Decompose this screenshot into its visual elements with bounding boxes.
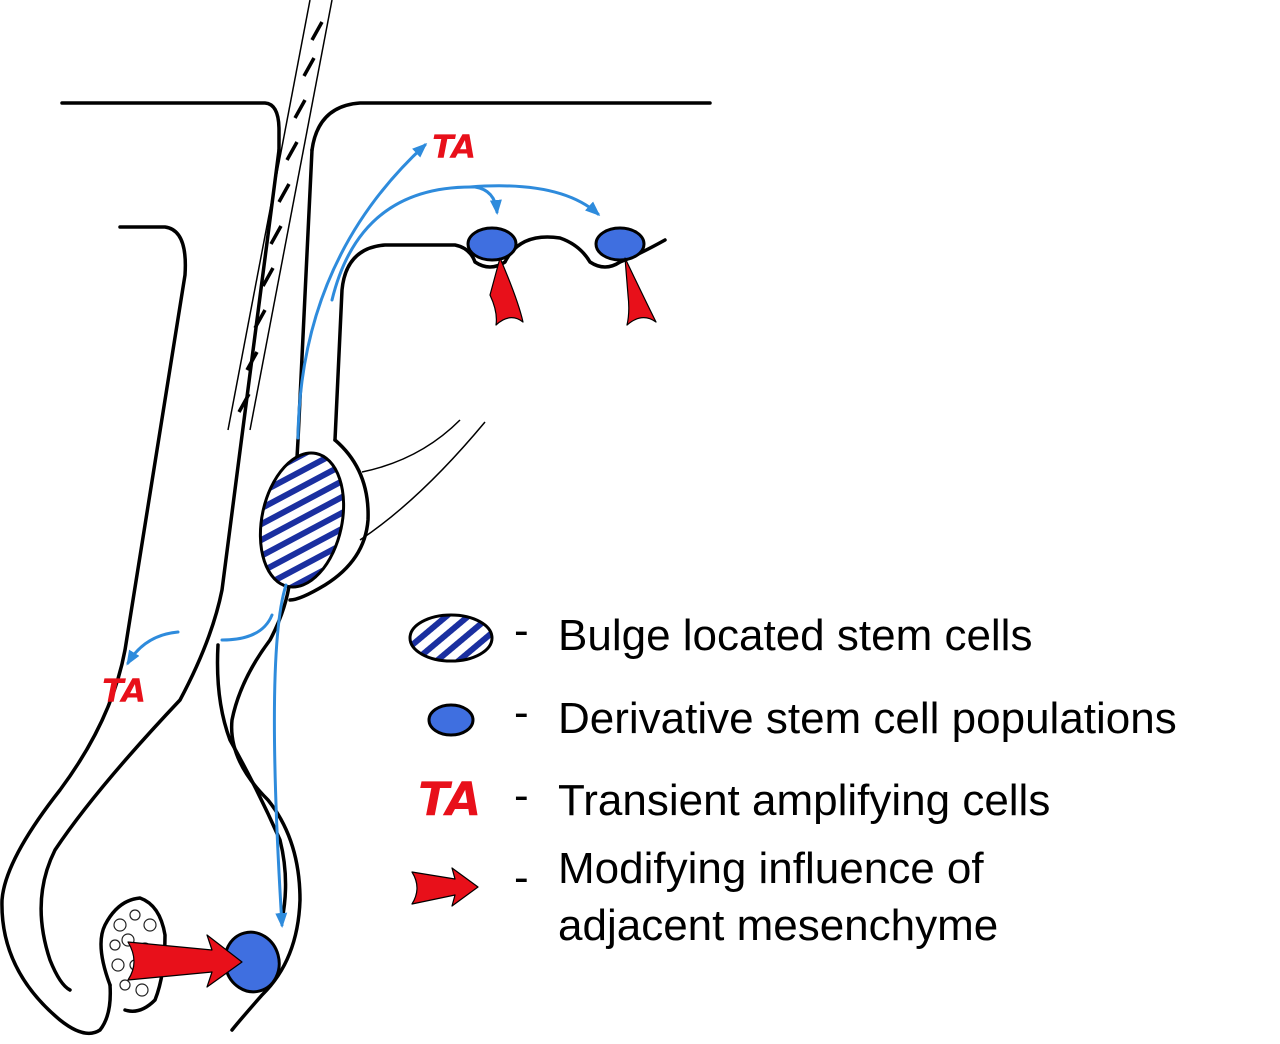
hair-shaft: [227, 0, 333, 431]
arrector-pili-line-2: [359, 421, 486, 541]
follicle-inner-right-line: [215, 643, 288, 922]
mesenchyme-influence-arrow-bulb: [127, 934, 243, 988]
ta-label-left: TA: [102, 672, 146, 710]
epidermis-branch: [333, 235, 667, 442]
legend-dash: -: [514, 606, 529, 655]
legend-label-line-2: adjacent mesenchyme: [558, 901, 998, 950]
legend: - Bulge located stem cells - Derivative …: [408, 606, 1177, 950]
bulge-outline: [288, 438, 370, 602]
ta-icon: TA: [418, 772, 481, 826]
follicle-outer-right-line: [229, 148, 314, 1032]
skin-surface-line: [60, 101, 281, 152]
epidermal-stem-cell-2: [594, 226, 646, 262]
mesenchyme-influence-arrow-2: [624, 257, 657, 326]
legend-label: Transient amplifying cells: [558, 776, 1050, 825]
follicle-inner-left-line: [39, 148, 281, 992]
hatched-ellipse-icon: [408, 613, 494, 663]
mesenchyme-influence-arrow-1: [489, 257, 524, 326]
legend-label: Bulge located stem cells: [558, 611, 1032, 660]
follicle-outer-sheath: [0, 225, 188, 1036]
bulge-stem-cells: [258, 451, 346, 589]
legend-dash: -: [514, 688, 529, 737]
lineage-flow-arrows: [126, 142, 601, 928]
legend-item-ta: TA - Transient amplifying cells: [418, 771, 1050, 826]
legend-label-line-1: Modifying influence of: [558, 844, 984, 893]
legend-label: Derivative stem cell populations: [558, 694, 1177, 743]
legend-item-influence: - Modifying influence of adjacent mesenc…: [411, 844, 998, 950]
skin-surface-line-right: [310, 101, 712, 152]
legend-item-bulge: - Bulge located stem cells: [408, 606, 1032, 663]
legend-item-derivative: - Derivative stem cell populations: [427, 688, 1177, 743]
legend-dash: -: [514, 771, 529, 820]
blue-ellipse-icon: [427, 703, 475, 737]
arrector-pili-line-1: [361, 419, 461, 473]
legend-dash: -: [514, 853, 529, 902]
ta-label-top: TA: [432, 128, 476, 166]
red-arrow-icon: [411, 867, 479, 907]
epidermal-stem-cell-1: [466, 226, 518, 262]
